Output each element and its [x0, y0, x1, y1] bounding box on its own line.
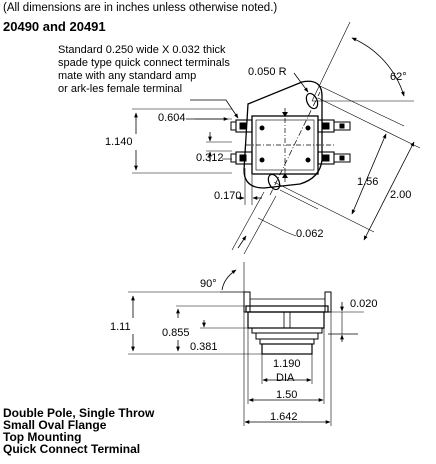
terminal-bottom-left [230, 151, 253, 165]
side-body [247, 311, 325, 329]
mount-hole-top [305, 92, 319, 110]
units-note: (All dimensions are in inches unless oth… [3, 2, 278, 14]
angle-90-label: 90° [200, 278, 217, 290]
model-title: 20490 and 20491 [3, 19, 106, 34]
spec-line-2: spade type quick connect terminals [58, 57, 230, 69]
dim-0170: 0.170 [214, 190, 242, 202]
spec-line-4: or ark-les female terminal [58, 83, 183, 95]
mount-hole-bottom [267, 173, 281, 191]
spec-line-1: Standard 0.250 wide X 0.032 thick [58, 44, 226, 56]
dim-0604: 0.604 [158, 112, 186, 124]
radius-label: 0.050 R [248, 66, 287, 78]
dim-150: 1.50 [276, 389, 298, 401]
terminal-bottom-right [317, 151, 351, 165]
terminal-top-right [317, 119, 351, 133]
sensing-cup [261, 343, 313, 355]
dim-1140: 1.140 [105, 136, 133, 148]
dim-0855: 0.855 [162, 327, 190, 339]
desc-line-2: Small Oval Flange [3, 418, 107, 432]
dim-1642: 1.642 [270, 411, 298, 423]
top-view [132, 21, 421, 255]
desc-line-3: Top Mounting [3, 430, 82, 444]
dim-111: 1.11 [110, 321, 131, 333]
spec-line-3: mate with any standard amp [58, 70, 197, 82]
dim-0062: 0.062 [296, 228, 324, 240]
side-view [128, 262, 364, 426]
terminal-top-left [230, 119, 253, 133]
dim-1190: 1.190 [273, 358, 301, 370]
desc-line-4: Quick Connect Terminal [3, 442, 141, 456]
dim-0381: 0.381 [190, 341, 218, 353]
flange-plate [245, 305, 329, 313]
dia-label: DIA [276, 372, 295, 384]
oval-flange [243, 80, 323, 189]
dim-0020: 0.020 [350, 298, 378, 310]
desc-line-1: Double Pole, Single Throw [3, 406, 155, 420]
